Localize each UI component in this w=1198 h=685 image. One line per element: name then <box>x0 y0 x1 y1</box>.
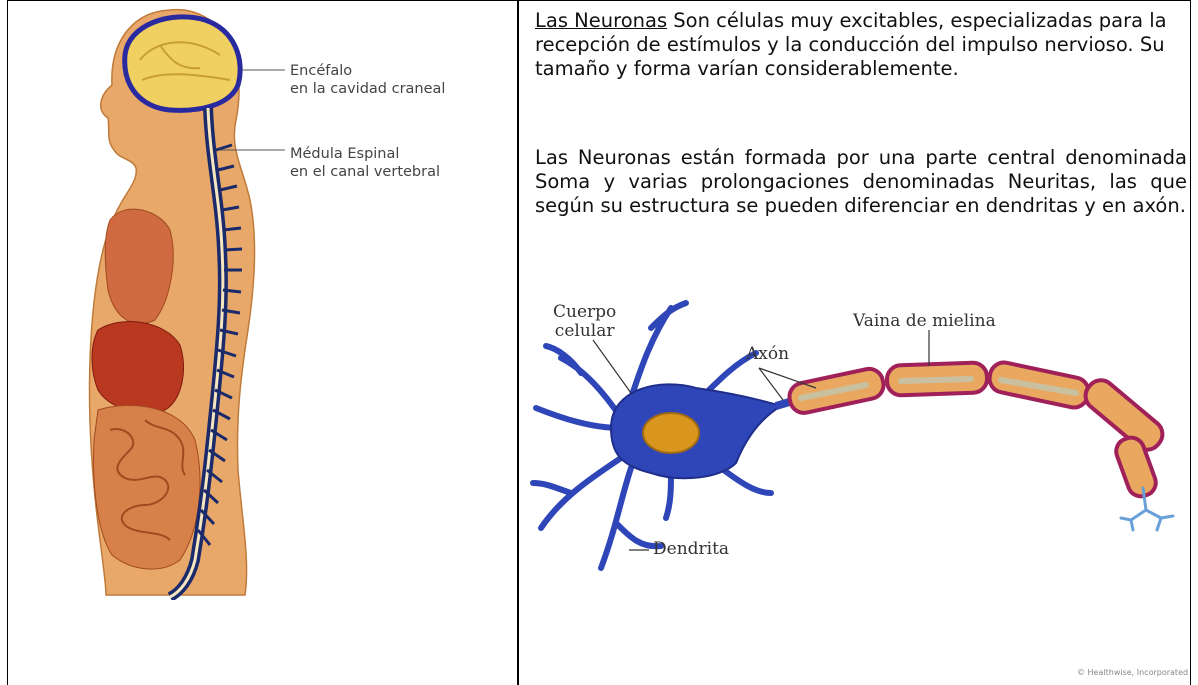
spine-label: Médula Espinal en el canal vertebral <box>290 145 440 181</box>
brain-shape <box>122 14 243 113</box>
neuronas-heading: Las Neuronas <box>535 9 668 32</box>
dendrite-label: Dendrita <box>653 539 730 559</box>
spine-label-line2: en el canal vertebral <box>290 164 440 180</box>
brain-label-line1: Encéfalo <box>290 63 353 79</box>
intestines-shape <box>93 405 201 570</box>
brain-label-line2: en la cavidad craneal <box>290 81 446 97</box>
nucleus <box>642 412 700 454</box>
cell-body-label-line2: celular <box>554 321 615 341</box>
image-credit: © Healthwise, Incorporated <box>1077 668 1189 677</box>
cell-body-label: Cuerpo celular <box>553 303 616 341</box>
myelin-label: Vaina de mielina <box>853 311 996 331</box>
paragraph-intro: Las Neuronas Son células muy excitables,… <box>535 9 1187 81</box>
document-table <box>7 0 1191 685</box>
cell-body-label-line1: Cuerpo <box>553 302 617 322</box>
intro-body: Son células muy excitables, especializad… <box>535 9 1167 80</box>
paragraph-structure: Las Neuronas están formada por una parte… <box>535 146 1187 217</box>
neuron-illustration <box>530 300 1175 571</box>
liver-shape <box>91 321 184 413</box>
spine-label-line1: Médula Espinal <box>290 146 400 162</box>
column-divider <box>517 0 519 685</box>
axon-label: Axón <box>746 344 790 364</box>
myelin-sheath <box>787 360 1165 499</box>
brain-label: Encéfalo en la cavidad craneal <box>290 62 445 98</box>
nervous-system-illustration <box>88 8 285 600</box>
lung-shape <box>104 208 174 325</box>
